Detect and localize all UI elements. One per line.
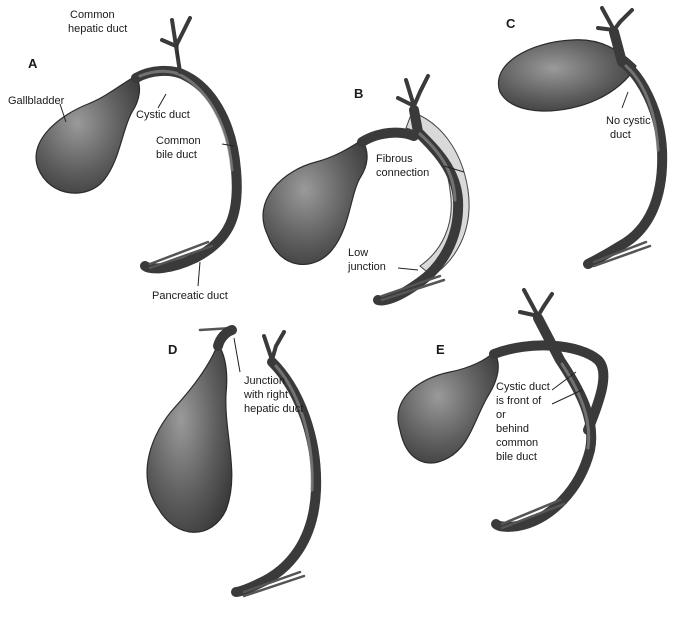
label-common-bile-2: bile duct [156,149,197,161]
panel-c: C No cystic duct [498,8,662,266]
panel-letter-c: C [506,16,516,31]
label-no-cystic-1: No cystic [606,115,651,127]
label-low-junction-1: Low [348,247,368,259]
panel-letter-d: D [168,342,177,357]
gallbladder-shape [147,344,232,532]
label-front-behind-6: bile duct [496,451,537,463]
label-common-bile-1: Common [156,135,201,147]
label-front-behind-5: common [496,437,538,449]
panel-letter-e: E [436,342,445,357]
label-low-junction-2: junction [347,261,386,273]
panel-a: A Common hepatic duct Gallbladder Cystic… [8,9,237,302]
label-common-hepatic-1: Common [70,9,115,21]
panel-d: D Junction with right hepatic duct [147,328,316,596]
panel-letter-b: B [354,86,363,101]
bile-duct-path [136,71,237,268]
label-junction-right-1: Junction [244,375,285,387]
label-front-behind-1: Cystic duct [496,381,550,393]
gallbladder-shape [36,76,139,193]
gallbladder-shape [263,140,367,264]
label-front-behind-2: is front of [496,395,542,407]
gallbladder-shape [398,352,498,463]
label-pancreatic-duct: Pancreatic duct [152,290,228,302]
label-fibrous-2: connection [376,167,429,179]
label-fibrous-1: Fibrous [376,153,413,165]
label-no-cystic-2: duct [610,129,631,141]
panel-e: E Cystic duct is front of or behind comm… [398,290,603,528]
label-front-behind-3: or [496,409,506,421]
label-junction-right-2: with right [243,389,288,401]
label-common-hepatic-2: hepatic duct [68,23,127,35]
label-cystic-duct: Cystic duct [136,109,190,121]
label-junction-right-3: hepatic duct [244,403,303,415]
label-gallbladder: Gallbladder [8,95,65,107]
hepatic-branches [162,18,190,46]
label-front-behind-4: behind [496,423,529,435]
panel-b: B Fibrous connection Low junction [263,76,469,300]
panel-letter-a: A [28,56,38,71]
